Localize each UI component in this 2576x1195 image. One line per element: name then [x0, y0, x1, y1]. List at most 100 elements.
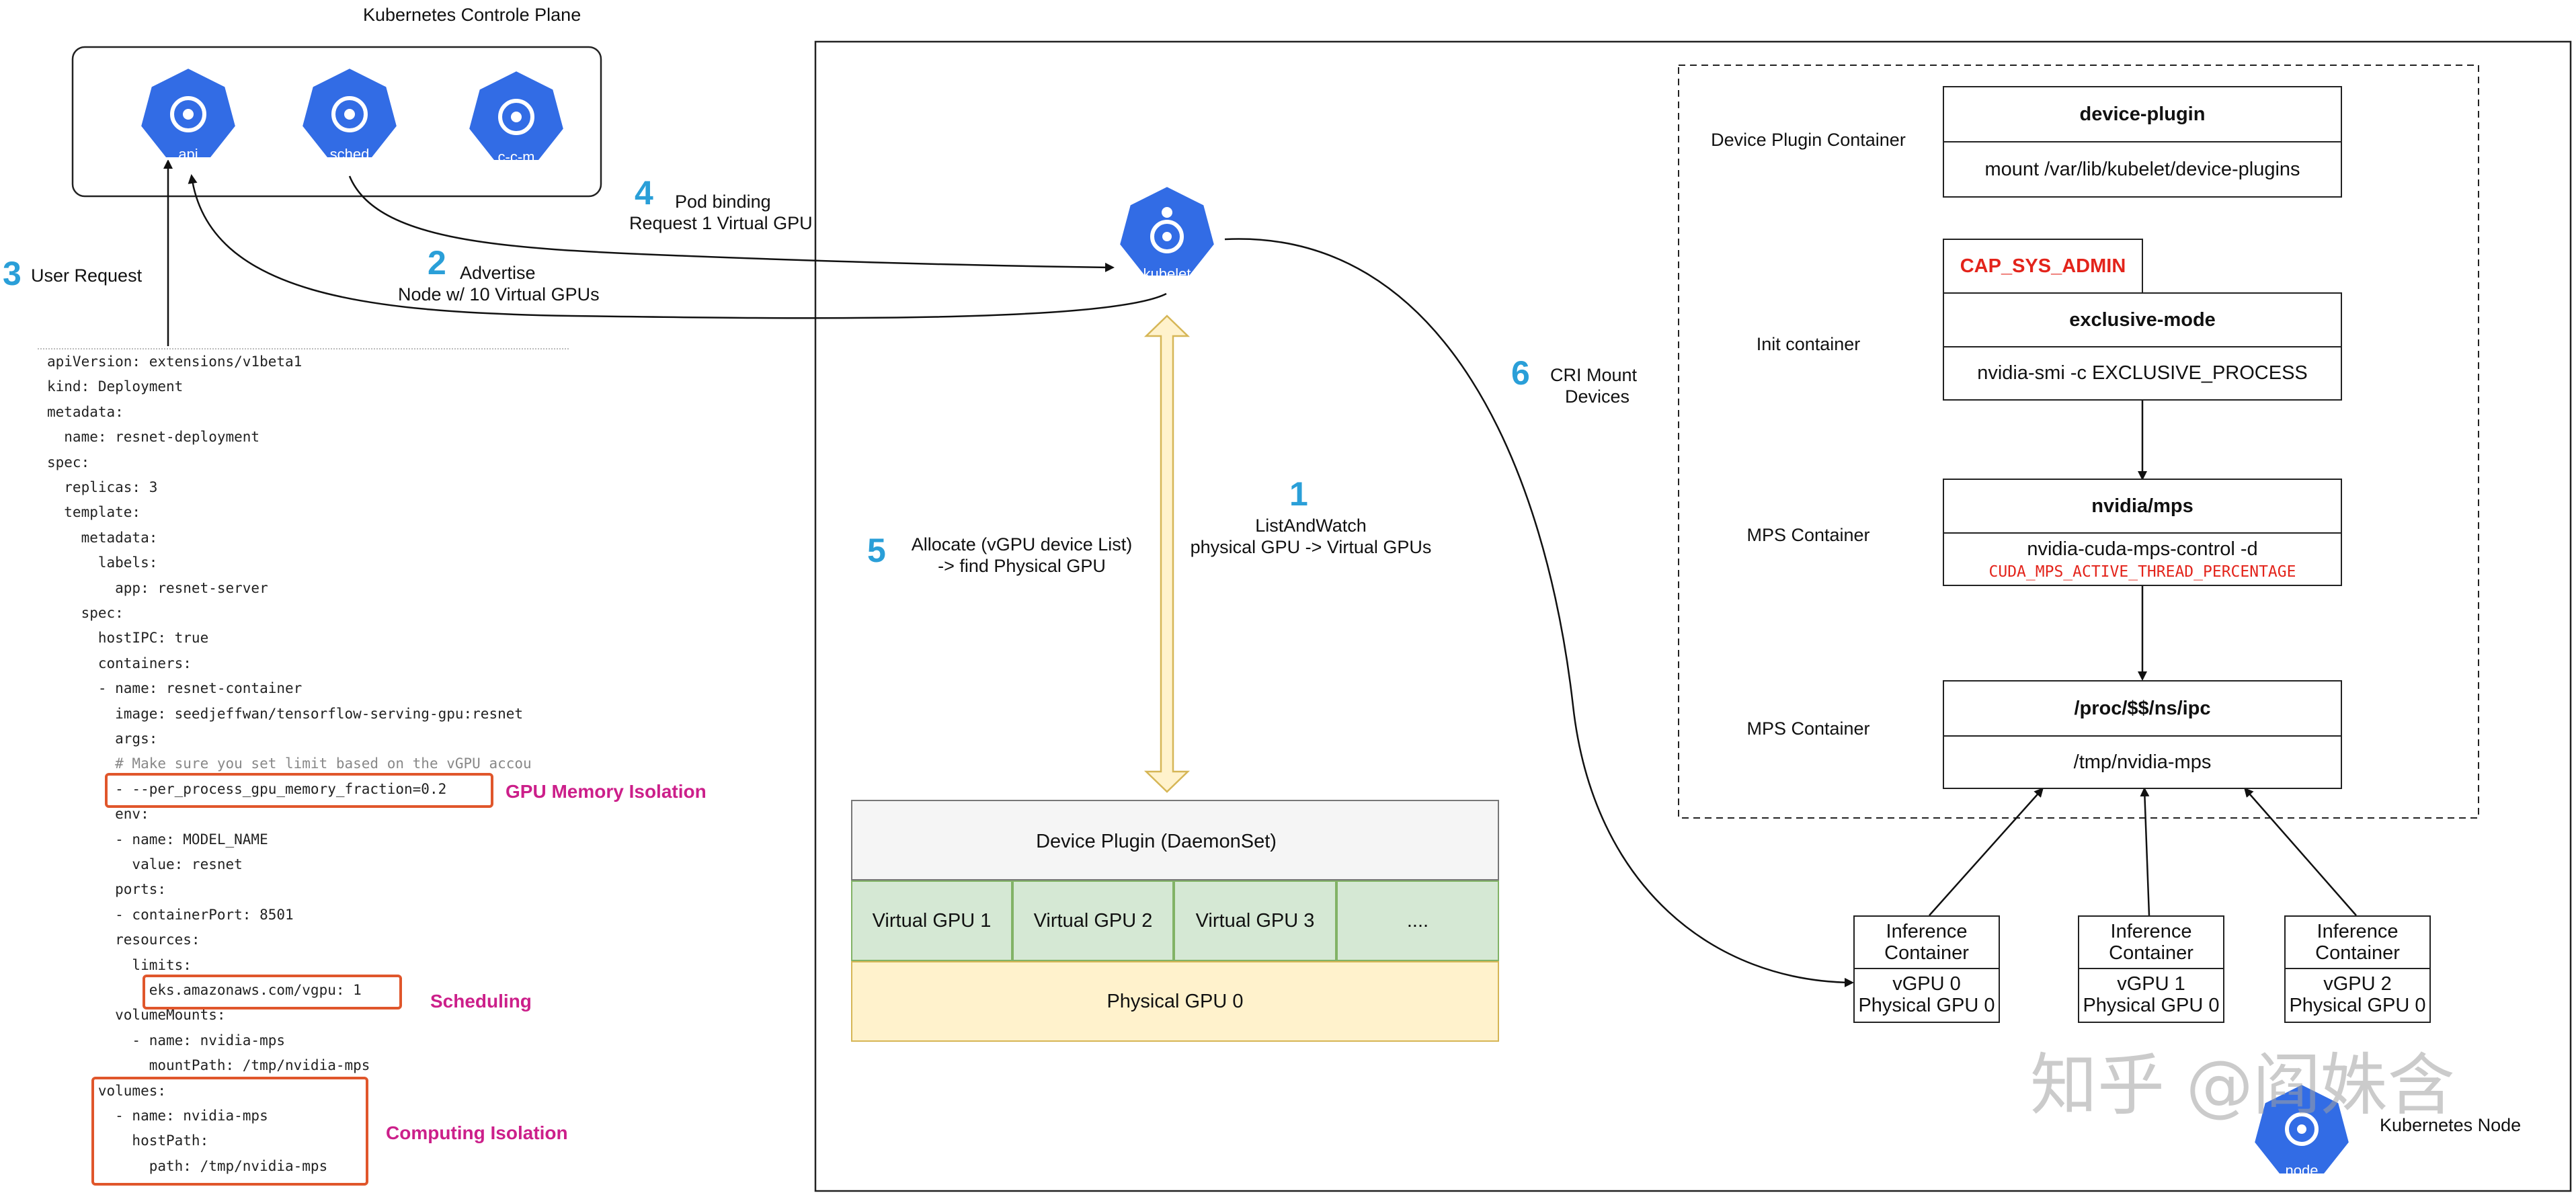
yaml-line: - name: MODEL_NAME	[47, 831, 268, 848]
vgpu-cell: ....	[1336, 880, 1499, 961]
nvidia-mps-body1: nvidia-cuda-mps-control -d	[2027, 538, 2258, 560]
ipc-body: /tmp/nvidia-mps	[2073, 751, 2212, 773]
inference-container: Inference Container vGPU 2 Physical GPU …	[2284, 915, 2431, 1023]
yaml-line: apiVersion: extensions/v1beta1	[47, 354, 303, 370]
cap-sys-admin-text: CAP_SYS_ADMIN	[1960, 255, 2126, 277]
device-plugin-box-title: device-plugin	[1944, 87, 2341, 142]
listwatch-allocate-double-arrow	[1143, 315, 1191, 793]
yaml-line: hostIPC: true	[47, 630, 209, 647]
step5-number: 5	[867, 532, 886, 569]
inference-vgpu: vGPU 2	[2323, 973, 2392, 995]
yaml-line: ports:	[47, 881, 167, 898]
inference-divider	[1855, 968, 1999, 969]
yaml-line: app: resnet-server	[47, 579, 268, 596]
api-icon	[138, 65, 239, 160]
inference-container: Inference Container vGPU 1 Physical GPU …	[2078, 915, 2224, 1023]
yaml-line: - name: resnet-container	[47, 680, 303, 697]
node-frame	[814, 40, 2572, 1192]
inference-divider	[2286, 968, 2429, 969]
yaml-line: labels:	[47, 554, 158, 571]
node-label: node	[2285, 1162, 2319, 1179]
step2-line1: Advertise	[460, 263, 536, 283]
step4-line2: Request 1 Virtual GPU	[629, 213, 813, 233]
inference0-to-ipc-arrow	[1929, 787, 2044, 916]
step2-number: 2	[428, 244, 446, 282]
vgpu-cell: Virtual GPU 3	[1174, 880, 1336, 961]
kubelet-icon	[1117, 183, 1217, 278]
yaml-top-rule	[38, 348, 569, 349]
sched-icon	[299, 65, 400, 160]
step3-number: 3	[3, 255, 22, 292]
yaml-line: path: /tmp/nvidia-mps	[47, 1157, 328, 1174]
yaml-line: limits:	[47, 956, 192, 973]
kubernetes-node-title: Kubernetes Node	[2380, 1115, 2522, 1135]
yaml-line: volumeMounts:	[47, 1007, 226, 1024]
pod-dashed-frame	[1678, 65, 2479, 819]
kubelet-label: kubelet	[1143, 265, 1191, 282]
sched-label: sched	[329, 146, 370, 163]
yaml-line: name: resnet-deployment	[47, 429, 260, 446]
step2-line2: Node w/ 10 Virtual GPUs	[398, 284, 600, 304]
node-icon	[2251, 1081, 2352, 1176]
step5-line2: -> find Physical GPU	[938, 556, 1106, 576]
inference-title2: Container	[1884, 942, 1969, 964]
step6-line1: CRI Mount	[1550, 365, 1638, 385]
inference-phys: Physical GPU 0	[2083, 994, 2220, 1016]
inference-divider	[2079, 968, 2223, 969]
computing-annotation: Computing Isolation	[386, 1122, 568, 1143]
cap-sys-admin-badge: CAP_SYS_ADMIN	[1943, 239, 2143, 294]
yaml-line: resources:	[47, 932, 200, 948]
vgpu-cell: Virtual GPU 2	[1012, 880, 1174, 961]
api-label: api	[178, 146, 198, 163]
nvidia-mps-body2: CUDA_MPS_ACTIVE_THREAD_PERCENTAGE	[1988, 563, 2296, 581]
yaml-manifest: apiVersion: extensions/v1beta1 kind: Dep…	[47, 349, 571, 1190]
step1-line2: physical GPU -> Virtual GPUs	[1190, 537, 1432, 557]
inference-vgpu: vGPU 0	[1892, 973, 1961, 995]
yaml-line: - --per_process_gpu_memory_fraction=0.2	[47, 780, 447, 797]
yaml-line: env:	[47, 806, 149, 823]
yaml-line: replicas: 3	[47, 479, 158, 495]
inference-phys: Physical GPU 0	[2289, 994, 2426, 1016]
yaml-line: hostPath:	[47, 1132, 209, 1149]
device-plugin-container-label: Device Plugin Container	[1711, 130, 1906, 150]
yaml-line: - name: nvidia-mps	[47, 1032, 286, 1048]
ccm-label: c-c-m	[497, 149, 535, 165]
nvidia-mps-title: nvidia/mps	[1944, 480, 2341, 534]
control-plane-title: Kubernetes Controle Plane	[363, 5, 581, 25]
yaml-line: metadata:	[47, 529, 158, 546]
yaml-line: eks.amazonaws.com/vgpu: 1	[47, 982, 362, 998]
yaml-line: kind: Deployment	[47, 378, 184, 395]
physical-gpu-cell: Physical GPU 0	[851, 961, 1499, 1042]
device-plugin-title: Device Plugin (DaemonSet)	[1036, 830, 1277, 852]
mps-container-label: MPS Container	[1746, 525, 1870, 545]
nvidia-mps-box: nvidia/mps nvidia-cuda-mps-control -d CU…	[1943, 479, 2342, 586]
yaml-line: mountPath: /tmp/nvidia-mps	[47, 1057, 370, 1074]
yaml-line: - name: nvidia-mps	[47, 1108, 268, 1124]
gpu-memory-highlight	[105, 773, 493, 808]
step3-text: User Request	[31, 265, 143, 286]
ipc-box: /proc/$$/ns/ipc /tmp/nvidia-mps	[1943, 680, 2342, 789]
yaml-line: image: seedjeffwan/tensorflow-serving-gp…	[47, 705, 524, 722]
exclusive-mode-body: nvidia-smi -c EXCLUSIVE_PROCESS	[1977, 362, 2308, 384]
watermark: 知乎 @阎姝含	[2030, 1046, 2455, 1124]
inference1-to-ipc-arrow	[2140, 787, 2150, 916]
yaml-line: spec:	[47, 454, 90, 470]
inference2-to-ipc-arrow	[2244, 787, 2357, 916]
yaml-line: args:	[47, 731, 158, 747]
inference-container: Inference Container vGPU 0 Physical GPU …	[1853, 915, 2000, 1023]
yaml-line: volumes:	[47, 1082, 167, 1099]
inference-title1: Inference	[2317, 920, 2399, 942]
inference-title2: Container	[2315, 942, 2400, 964]
inference-title2: Container	[2109, 942, 2193, 964]
inference-vgpu: vGPU 1	[2117, 973, 2185, 995]
computing-highlight	[91, 1077, 368, 1186]
step4-line1: Pod binding	[675, 192, 771, 212]
yaml-line: spec:	[47, 605, 124, 621]
device-plugin-daemonset: Device Plugin (DaemonSet)	[851, 800, 1499, 880]
step6-number: 6	[1511, 354, 1530, 392]
yaml-line: # Make sure you set limit based on the v…	[47, 755, 532, 772]
step1-number: 1	[1289, 475, 1308, 513]
device-plugin-box-body: mount /var/lib/kubelet/device-plugins	[1984, 158, 2300, 180]
inference-title1: Inference	[1886, 920, 1968, 942]
gpu-memory-annotation: GPU Memory Isolation	[506, 781, 707, 802]
